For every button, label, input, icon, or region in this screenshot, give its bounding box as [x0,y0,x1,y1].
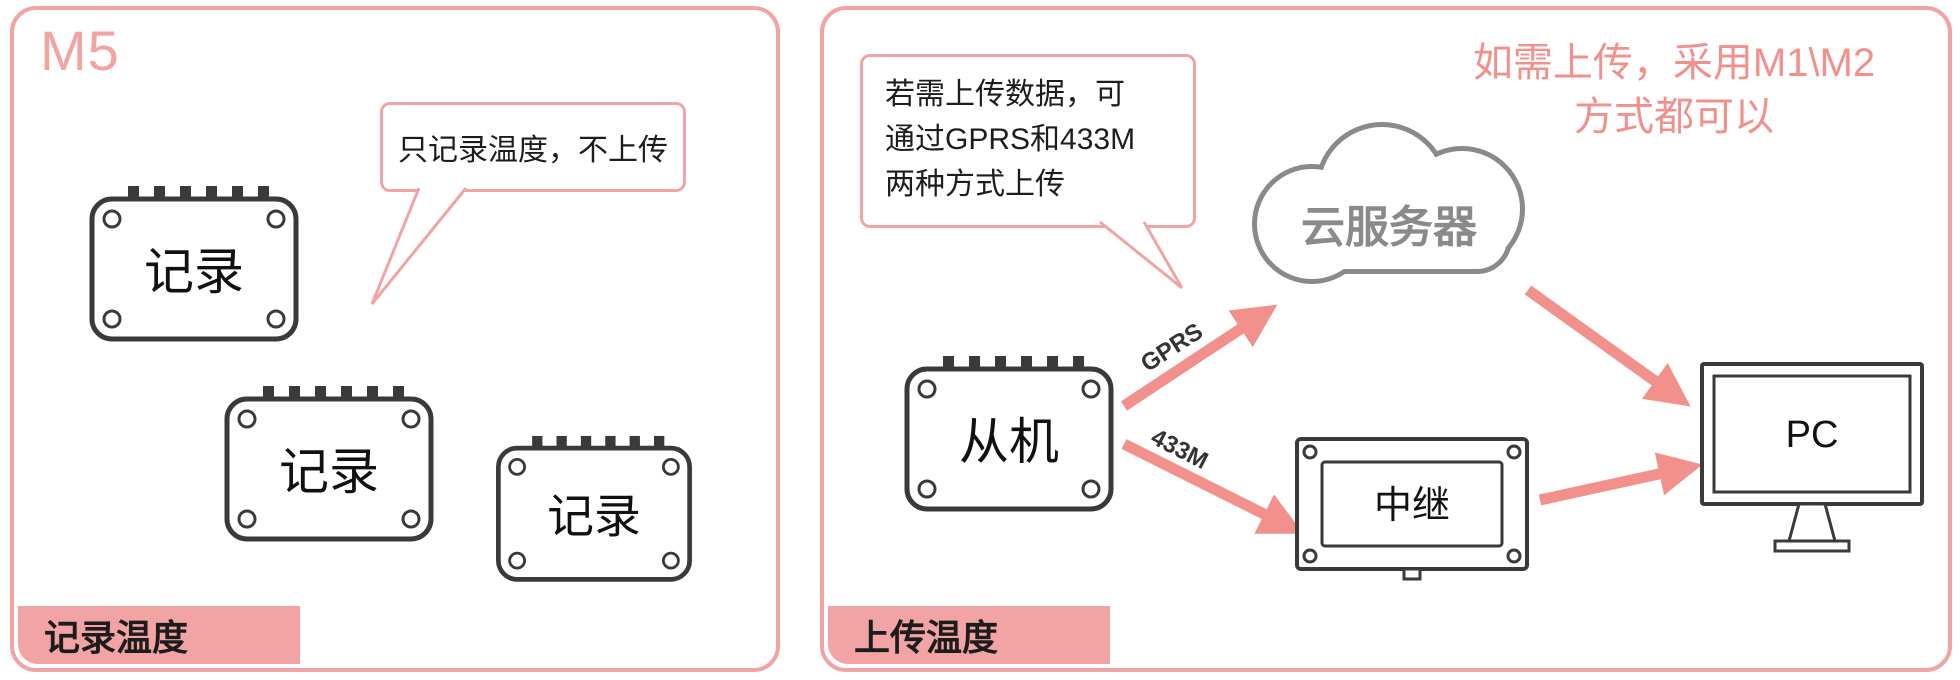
arrow-gprs [1120,304,1278,411]
cloud-label: 云服务器 [1301,203,1478,252]
device-label: 记录 [144,244,244,300]
device-label: 记录 [547,491,641,543]
relay-tab [1402,567,1422,581]
cloud-icon [1252,122,1525,284]
pc-label: PC [1786,414,1839,456]
upload-note-line2: 方式都可以 [1574,95,1774,139]
speech-bubble-line1: 若需上传数据，可 [885,78,1125,111]
speech-bubble-tail [370,187,468,305]
upload-note-line1: 如需上传，采用M1\M2 [1472,41,1876,85]
upload-note: 如需上传，采用M1\M2 方式都可以 [1394,36,1954,144]
device-pins [263,386,404,400]
logger-device-3: 记录 [496,435,692,582]
speech-bubble-line3: 两种方式上传 [885,168,1065,201]
device-label: 从机 [959,414,1059,470]
speech-bubble-record-only: 只记录温度，不上传 [380,102,686,192]
device-pins [128,186,269,200]
device-pins [943,356,1084,370]
logger-device-1: 记录 [89,186,299,342]
speech-bubble-tail [1099,220,1184,290]
arrow-relay-to-pc [1538,452,1703,506]
footer-label-record-temp: 记录温度 [18,606,300,664]
cloud-server: 云服务器 [1252,122,1525,284]
pc-monitor: PC [1700,362,1924,553]
panel-m5-record-only: M5 只记录温度，不上传 记录 记录 [10,6,780,672]
panel-upload: GPRS 433M 云服务器 从机 [820,6,1952,672]
footer-label-text: 记录温度 [44,617,189,658]
arrow-433m [1121,439,1304,534]
relay-device: 中继 [1295,437,1529,581]
speech-bubble-text: 只记录温度，不上传 [398,134,668,167]
relay-label: 中继 [1374,485,1450,527]
arrows-layer: GPRS 433M [1120,285,1703,534]
device-label: 记录 [279,444,379,500]
speech-bubble-line2: 通过GPRS和433M [885,123,1136,156]
footer-label-upload-temp: 上传温度 [828,606,1110,664]
device-pins [532,435,665,450]
panel-title-m5: M5 [40,19,120,82]
speech-bubble-upload: 若需上传数据，可 通过GPRS和433M 两种方式上传 [860,54,1196,228]
footer-label-text: 上传温度 [854,617,999,658]
logger-device-2: 记录 [224,386,434,542]
slave-device: 从机 [904,356,1114,512]
monitor-stand [1787,502,1837,543]
arrow-cloud-to-pc [1524,285,1691,407]
monitor-base [1773,539,1851,553]
